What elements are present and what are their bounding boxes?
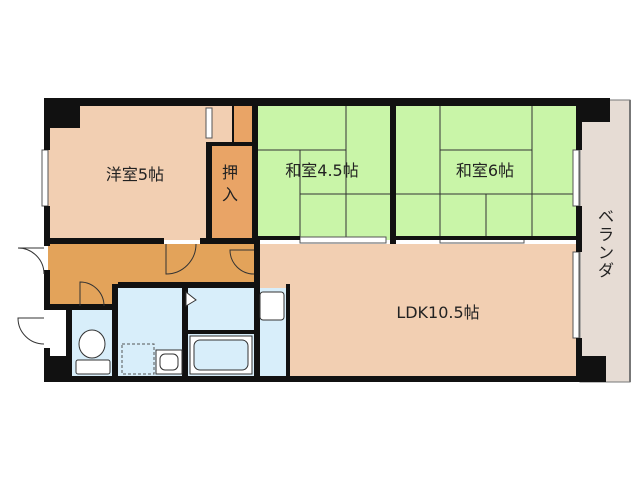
japanese-room-6-label: 和室6帖 — [456, 161, 514, 180]
ldk-label: LDK10.5帖 — [396, 303, 479, 322]
balcony-label: ベランダ — [598, 207, 614, 280]
closet-label-line2: 入 — [222, 185, 238, 204]
closet — [208, 144, 254, 240]
tatami-lines — [254, 104, 576, 240]
japanese-room-4-5 — [254, 104, 390, 240]
balcony-label-char: ダ — [598, 261, 614, 280]
closet-upper — [232, 104, 254, 144]
ldk-room — [258, 244, 576, 378]
closet-label: 押入 — [222, 163, 238, 204]
corridor — [48, 244, 258, 284]
japanese-room-4-5-label: 和室4.5帖 — [285, 161, 358, 180]
closet-label-line1: 押 — [222, 163, 238, 182]
bathtub-fixture — [189, 335, 253, 375]
kitchen-sink-fixture — [259, 291, 285, 321]
western-room-label: 洋室5帖 — [106, 165, 164, 184]
balcony — [579, 99, 631, 383]
balcony-label-char: ベ — [598, 207, 614, 226]
washing-machine-space — [121, 343, 155, 375]
balcony-label-char: ン — [598, 243, 614, 262]
wash-room-mirror — [185, 290, 197, 307]
toilet-fixture — [75, 329, 111, 375]
doors — [17, 243, 255, 345]
walls — [44, 98, 610, 382]
balcony-label-char: ラ — [598, 225, 614, 244]
sink-fixture — [155, 349, 183, 375]
